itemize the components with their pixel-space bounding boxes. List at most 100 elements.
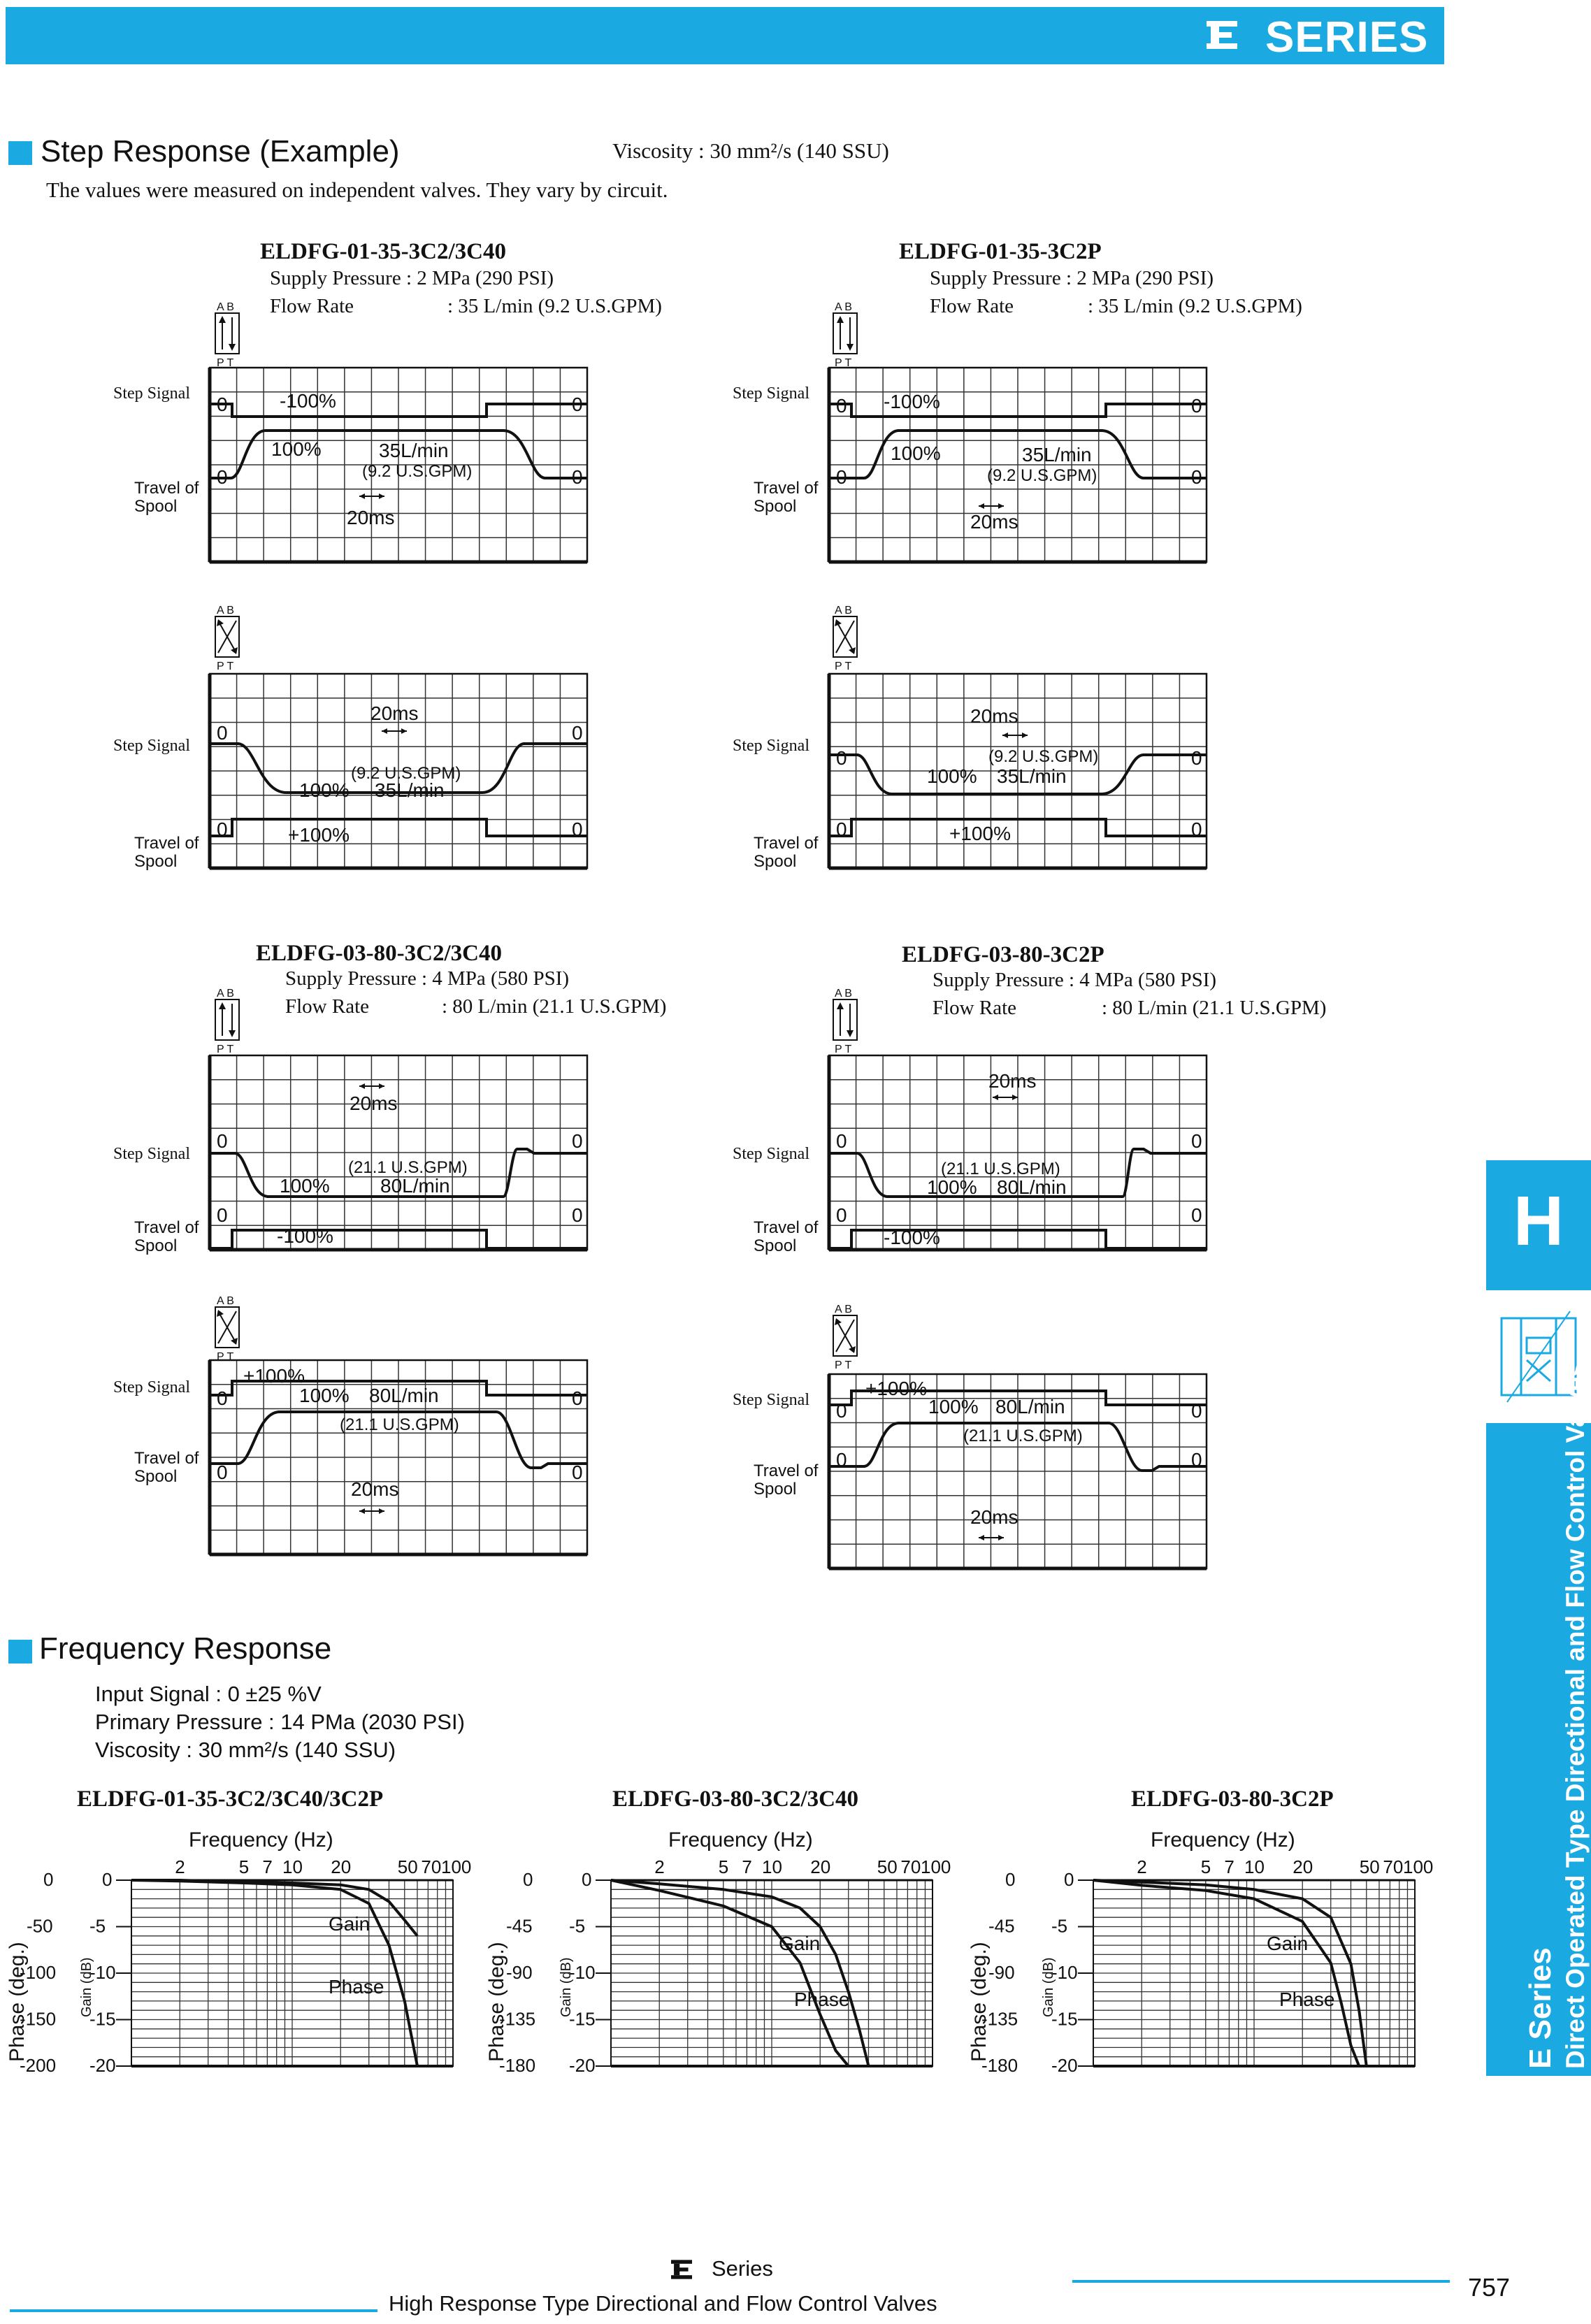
time-span-arrow-icon	[359, 493, 384, 499]
x-tick-label: 10	[282, 1856, 303, 1877]
time-span-arrow-icon	[359, 1508, 384, 1514]
freq-input-signal: Input Signal : 0 ±25 %V	[95, 1682, 322, 1706]
zero-label: 0	[572, 1130, 583, 1152]
step-signal-line	[829, 1390, 1207, 1406]
gain-tick-label: -15	[89, 2009, 116, 2030]
chart-annotation: 100%	[299, 1385, 350, 1406]
x-tick-label: 50	[877, 1856, 898, 1877]
phase-axis-label: Phase (deg.)	[6, 1942, 29, 2062]
chart-annotation: 20ms	[970, 705, 1018, 727]
port-label-pt: P T	[835, 357, 852, 369]
phase-series-label: Phase	[329, 1976, 384, 1998]
chart-grid	[208, 1359, 589, 1557]
e-series-logo-icon	[1207, 21, 1237, 49]
travel-of-spool-label: Spool	[134, 497, 177, 516]
chart-annotation: (9.2 U.S.GPM)	[988, 747, 1098, 766]
zero-label: 0	[836, 1400, 847, 1422]
travel-of-spool-label: Travel of	[134, 1449, 199, 1468]
phase-tick-label: 0	[43, 1869, 53, 1890]
x-tick-label: 5	[1201, 1856, 1211, 1877]
zero-label: 0	[572, 1387, 583, 1409]
x-tick-label: 100	[921, 1856, 951, 1877]
phase-tick-label: -45	[506, 1916, 533, 1937]
phase-tick-label: -180	[499, 2055, 535, 2076]
port-label-ab: A B	[835, 301, 852, 313]
gain-tick-label: -20	[89, 2055, 116, 2076]
valve-port-symbol-icon: A BP T	[215, 1295, 240, 1363]
chart-grid	[208, 366, 589, 564]
freq-chart-title: ELDFG-03-80-3C2P	[1131, 1787, 1334, 1812]
group-flow-label: Flow Rate	[930, 295, 1014, 317]
phase-axis-label: Phase (deg.)	[485, 1942, 508, 2062]
group-model: ELDFG-03-80-3C2P	[902, 942, 1104, 967]
chart-annotation: 20ms	[351, 1478, 398, 1500]
step-signal-line	[210, 403, 587, 418]
x-tick-label: 5	[239, 1856, 249, 1877]
group-pressure: Supply Pressure : 2 MPa (290 PSI)	[930, 267, 1214, 289]
frequency-axis-label: Frequency (Hz)	[668, 1828, 813, 1852]
footer-series: Series	[712, 2256, 773, 2281]
zero-label: 0	[1191, 395, 1202, 417]
chart-annotation: -100%	[277, 1225, 333, 1247]
freq-primary-pressure: Primary Pressure : 14 PMa (2030 PSI)	[95, 1710, 465, 1734]
chart-grid	[827, 1373, 1208, 1571]
x-tick-label: 50	[1360, 1856, 1380, 1877]
port-label-pt: P T	[217, 661, 234, 672]
freq-chart-title: ELDFG-03-80-3C2/3C40	[612, 1787, 858, 1812]
port-label-ab: A B	[217, 605, 234, 616]
chart-annotation: 100%	[280, 1175, 330, 1197]
gain-curve	[1093, 1879, 1368, 2067]
time-span-arrow-icon	[1002, 732, 1028, 738]
chart-annotation: 100%	[927, 1176, 977, 1198]
travel-of-spool-label: Travel of	[134, 1218, 199, 1237]
page-number: 757	[1468, 2273, 1511, 2302]
port-label-ab: A B	[217, 301, 234, 313]
port-label-pt: P T	[835, 1359, 852, 1371]
gain-axis-label: Gain (dB)	[79, 1957, 94, 2017]
header-bar: SERIES	[6, 7, 1444, 64]
phase-tick-label: -45	[988, 1916, 1015, 1937]
zero-label: 0	[217, 1130, 228, 1152]
x-tick-label: 10	[1244, 1856, 1265, 1877]
port-label-pt: P T	[835, 661, 852, 672]
gain-curve	[610, 1879, 870, 2067]
port-label-pt: P T	[217, 1351, 234, 1363]
x-tick-label: 7	[742, 1856, 751, 1877]
gain-tick-label: -10	[1051, 1962, 1078, 1983]
zero-label: 0	[217, 1204, 228, 1226]
phase-curve	[131, 1879, 419, 2067]
gain-tick-label: -20	[569, 2055, 596, 2076]
phase-curve	[610, 1879, 850, 2067]
time-span-arrow-icon	[979, 1535, 1004, 1540]
step-signal-label: Step Signal	[733, 1391, 809, 1409]
chart-annotation: 100%	[928, 1396, 979, 1417]
chart-annotation: +100%	[865, 1378, 927, 1399]
spool-travel-line	[210, 818, 587, 837]
time-span-arrow-icon	[359, 1083, 384, 1089]
gain-tick-label: 0	[102, 1869, 112, 1890]
chart-annotation: 20ms	[350, 1092, 397, 1114]
chart-annotation: -100%	[280, 390, 336, 412]
freq-chart-title: ELDFG-01-35-3C2/3C40/3C2P	[77, 1787, 384, 1812]
freq-viscosity: Viscosity : 30 mm²/s (140 SSU)	[95, 1738, 396, 1762]
chart-annotation: 100%	[891, 442, 941, 464]
travel-of-spool-label: Travel of	[134, 834, 199, 853]
gain-series-label: Gain	[779, 1933, 820, 1954]
group-flow-label: Flow Rate	[270, 295, 354, 317]
chart-annotation: -100%	[884, 391, 940, 412]
group-pressure: Supply Pressure : 2 MPa (290 PSI)	[270, 267, 554, 289]
step-signal-line	[829, 1148, 1207, 1198]
x-tick-label: 70	[900, 1856, 921, 1877]
gain-tick-label: 0	[582, 1869, 591, 1890]
gain-tick-label: -15	[569, 2009, 596, 2030]
chart-annotation: 100%	[299, 779, 350, 801]
x-tick-label: 100	[441, 1856, 471, 1877]
travel-of-spool-label: Travel of	[754, 834, 819, 853]
step-note: The values were measured on independent …	[46, 178, 668, 202]
phase-tick-label: -150	[20, 2009, 56, 2030]
spool-travel-line	[829, 1422, 1207, 1472]
group-pressure: Supply Pressure : 4 MPa (580 PSI)	[933, 969, 1217, 991]
